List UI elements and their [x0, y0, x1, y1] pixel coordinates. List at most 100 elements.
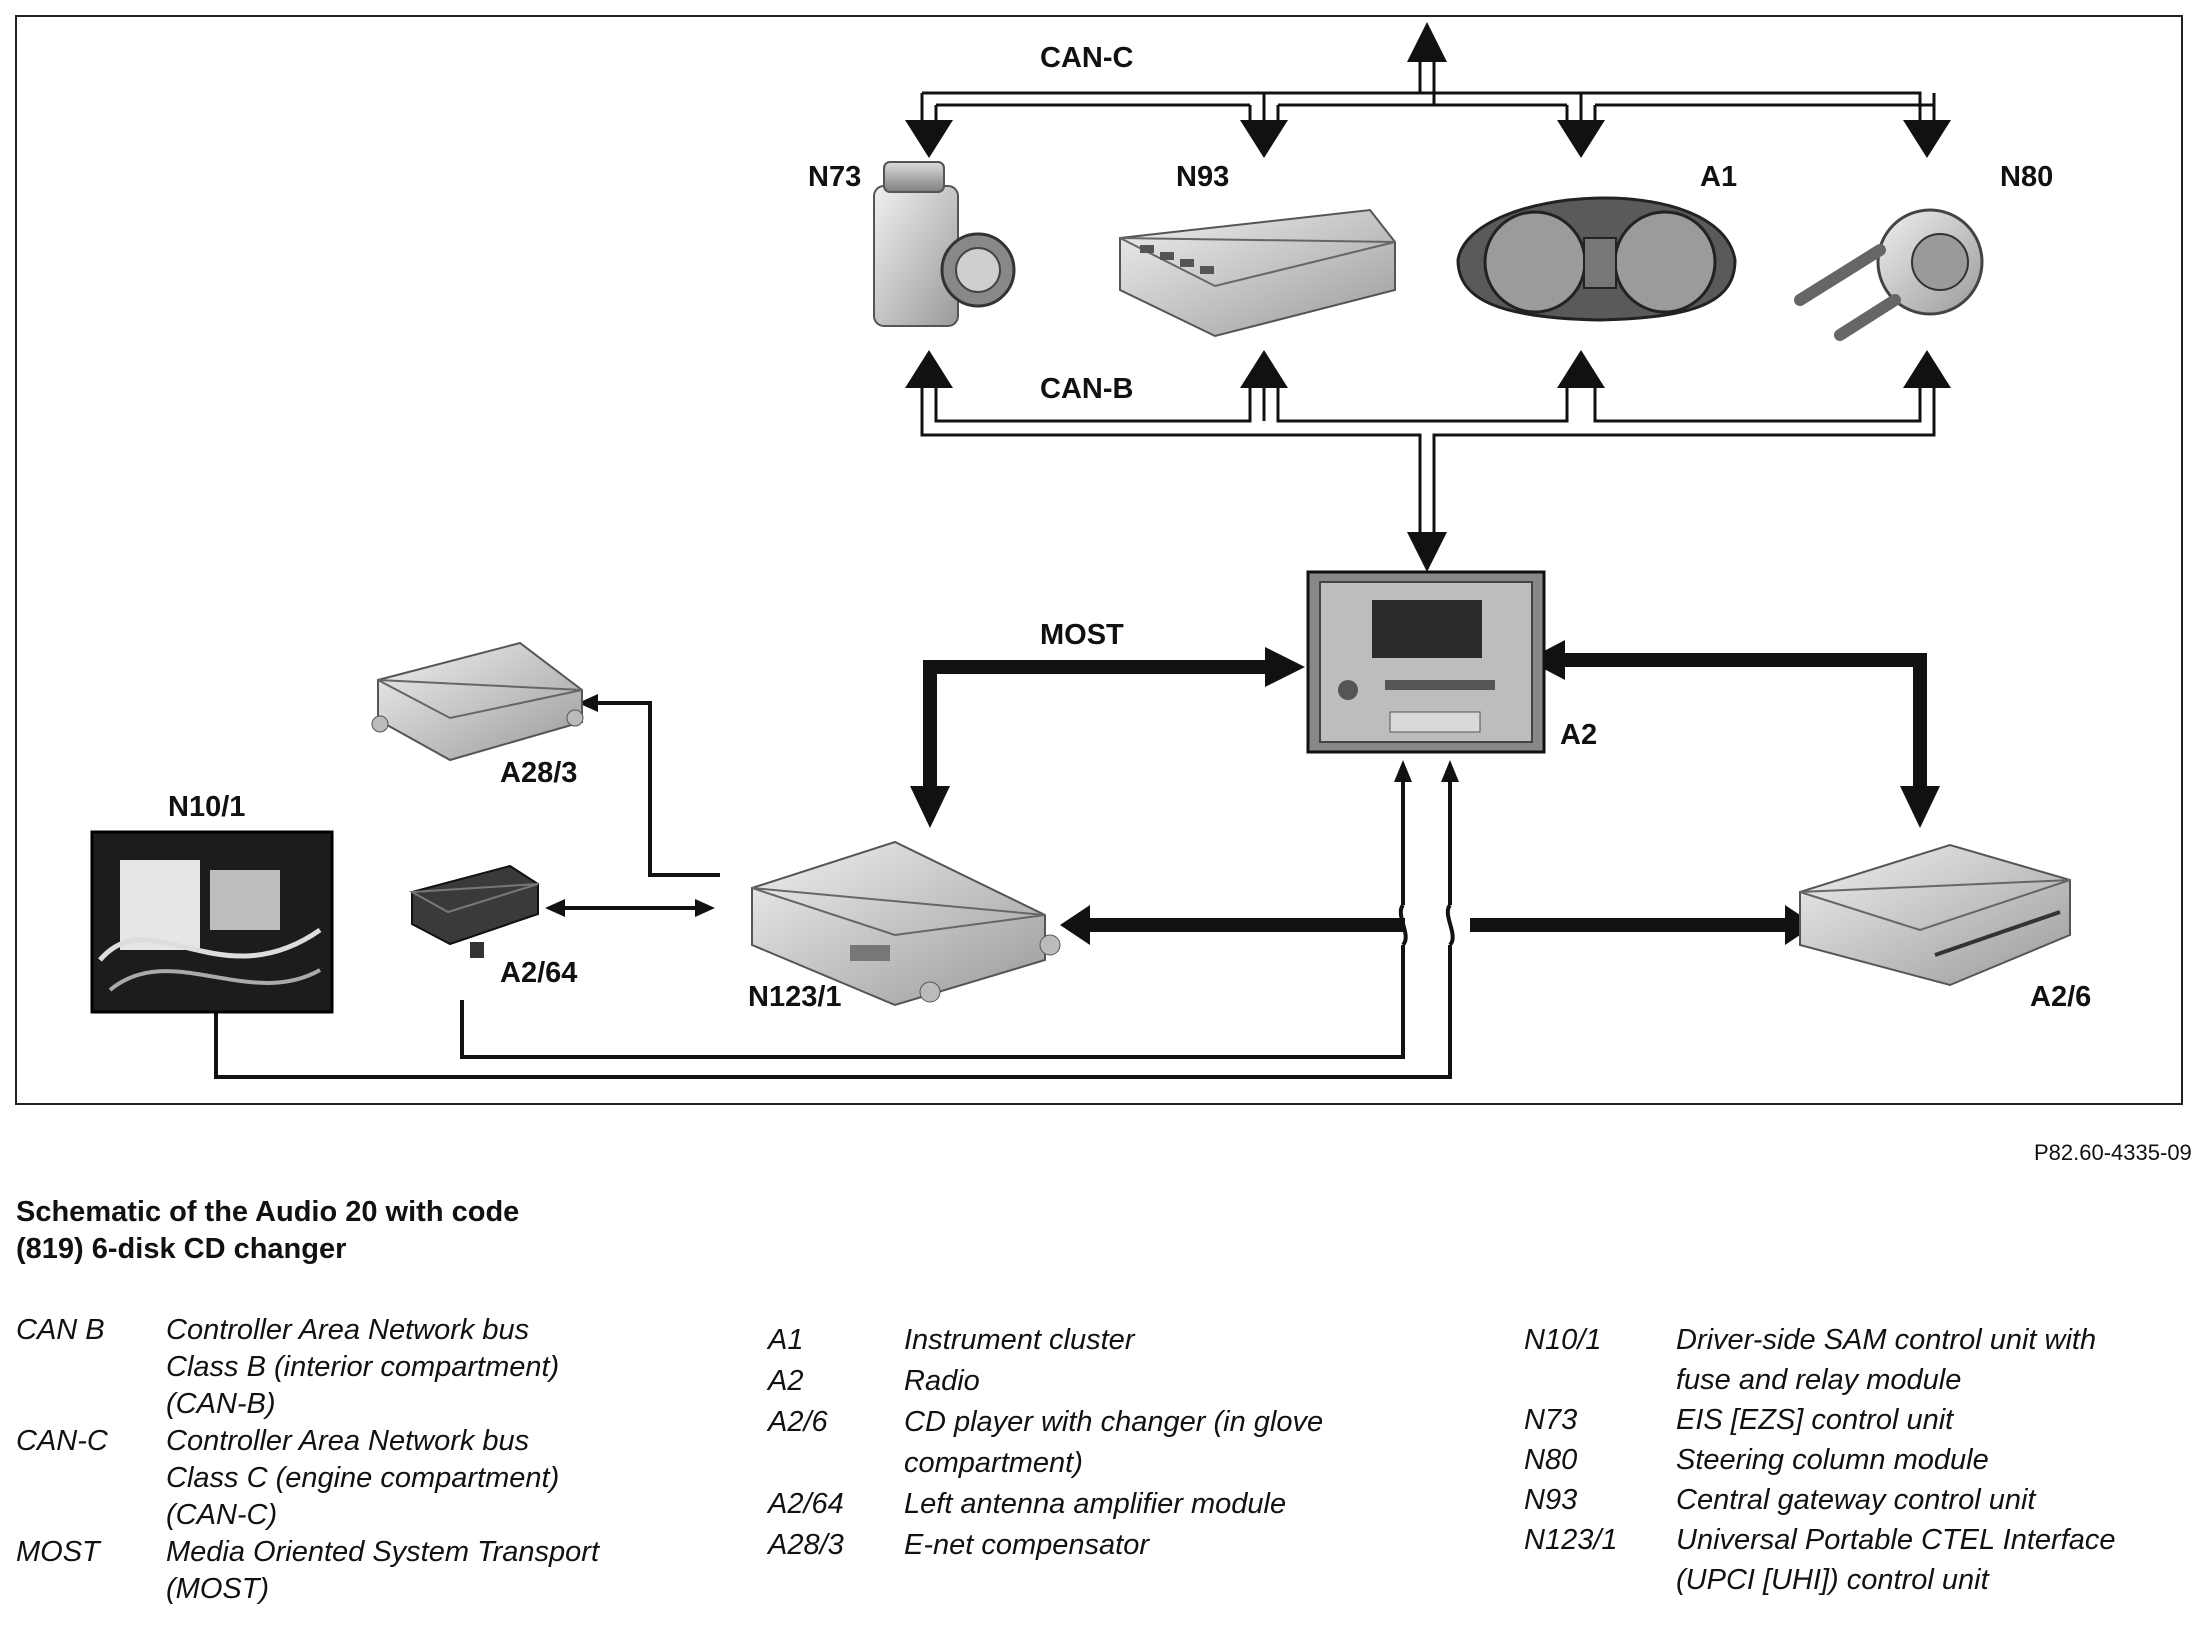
can-c-bus — [920, 60, 1936, 120]
legend-item: MOST Media Oriented System Transport (MO… — [16, 1534, 696, 1608]
a1-instrument-cluster — [1456, 196, 1737, 322]
legend-code: CAN B — [16, 1314, 105, 1346]
a2-signal-arrowheads — [1394, 760, 1459, 782]
legend-line: Class B (interior compartment) — [166, 1351, 560, 1383]
a28-3-enet-compensator — [371, 641, 584, 762]
legend-code: N80 — [1524, 1444, 1578, 1476]
legend-description: Controller Area Network bus Class C (eng… — [166, 1423, 696, 1534]
most-label: MOST — [1040, 619, 1124, 651]
n123-1-label: N123/1 — [748, 981, 842, 1013]
n80-label: N80 — [2000, 161, 2053, 193]
legend-description: Instrument cluster — [904, 1320, 1428, 1361]
legend-code: CAN-C — [16, 1425, 108, 1457]
legend-line: Universal Portable CTEL Interface — [1676, 1524, 2116, 1556]
legend-description: E-net compensator — [904, 1525, 1428, 1566]
legend-line: Radio — [904, 1365, 980, 1397]
n123-side-arrowheads — [545, 694, 715, 917]
legend-item: A28/3 E-net compensator — [768, 1525, 1428, 1566]
n93-label: N93 — [1176, 161, 1229, 193]
n93-gateway-unit — [1119, 208, 1396, 338]
caption-title-line-1: Schematic of the Audio 20 with code — [16, 1196, 520, 1228]
legend-description: CD player with changer (in glove compart… — [904, 1402, 1428, 1484]
n123-side-links — [560, 701, 720, 910]
a2-64-label: A2/64 — [500, 957, 577, 989]
legend-n-components: N10/1 Driver-side SAM control unit with … — [1524, 1320, 2184, 1600]
legend-code: A1 — [768, 1324, 804, 1356]
a28-3-label: A28/3 — [500, 757, 577, 789]
legend-description: Radio — [904, 1361, 1428, 1402]
legend-line: compartment) — [904, 1447, 1083, 1479]
legend-description: Universal Portable CTEL Interface (UPCI … — [1676, 1520, 2184, 1600]
legend-item: N10/1 Driver-side SAM control unit with … — [1524, 1320, 2184, 1400]
can-b-bus — [920, 382, 1936, 555]
legend-item: A2/64 Left antenna amplifier module — [768, 1484, 1428, 1525]
diagram-frame — [15, 15, 2183, 1105]
legend-description: EIS [EZS] control unit — [1676, 1400, 2184, 1440]
n10-1-sam-unit — [90, 830, 334, 1014]
legend-item: A1 Instrument cluster — [768, 1320, 1428, 1361]
n80-steering-column-module — [1794, 208, 1984, 341]
caption-title-line-2: (819) 6-disk CD changer — [16, 1233, 347, 1265]
can-c-label: CAN-C — [1040, 42, 1133, 74]
legend-item: A2/6 CD player with changer (in glove co… — [768, 1402, 1428, 1484]
legend-line: Central gateway control unit — [1676, 1484, 2036, 1516]
legend-code: N73 — [1524, 1404, 1578, 1436]
legend-code: MOST — [16, 1536, 100, 1568]
legend-line: Instrument cluster — [904, 1324, 1135, 1356]
a2-radio — [1306, 570, 1546, 754]
n73-label: N73 — [808, 161, 861, 193]
n123-1-upci-unit — [751, 840, 1061, 1007]
legend-item: N73 EIS [EZS] control unit — [1524, 1400, 2184, 1440]
legend-line: E-net compensator — [904, 1529, 1150, 1561]
legend-line: (CAN-C) — [166, 1499, 278, 1531]
legend-line: (CAN-B) — [166, 1388, 276, 1420]
legend-code: A2 — [768, 1365, 804, 1397]
a1-label: A1 — [1700, 161, 1737, 193]
n73-eis-unit — [873, 161, 1016, 327]
can-b-arrowheads — [905, 350, 1951, 572]
legend-item: N93 Central gateway control unit — [1524, 1480, 2184, 1520]
legend-line: fuse and relay module — [1676, 1364, 1962, 1396]
legend-line: (MOST) — [166, 1573, 270, 1605]
legend-description: Controller Area Network bus Class B (int… — [166, 1312, 696, 1423]
legend-line: (UPCI [UHI]) control unit — [1676, 1564, 1989, 1596]
legend-line: Steering column module — [1676, 1444, 1989, 1476]
legend-line: Controller Area Network bus — [166, 1314, 530, 1346]
legend-description: Driver-side SAM control unit with fuse a… — [1676, 1320, 2184, 1400]
a2-label: A2 — [1560, 719, 1597, 751]
legend-description: Central gateway control unit — [1676, 1480, 2184, 1520]
legend-description: Left antenna amplifier module — [904, 1484, 1428, 1525]
legend-line: Driver-side SAM control unit with — [1676, 1324, 2097, 1356]
a2-64-antenna-amplifier — [408, 864, 539, 958]
legend-code: A28/3 — [768, 1529, 844, 1561]
figure-reference: P82.60-4335-09 — [2034, 1140, 2192, 1165]
legend-code: N10/1 — [1524, 1324, 1602, 1356]
a2-6-cd-changer — [1799, 843, 2071, 987]
legend-item: N123/1 Universal Portable CTEL Interface… — [1524, 1520, 2184, 1600]
a2-6-label: A2/6 — [2030, 981, 2091, 1013]
n10-1-label: N10/1 — [168, 791, 245, 823]
legend-line: Class C (engine compartment) — [166, 1462, 560, 1494]
legend-item: CAN-C Controller Area Network bus Class … — [16, 1423, 696, 1534]
legend-line: Left antenna amplifier module — [904, 1488, 1287, 1520]
legend-description: Media Oriented System Transport (MOST) — [166, 1534, 696, 1608]
legend-code: A2/6 — [768, 1406, 828, 1438]
can-c-arrowheads — [905, 22, 1951, 158]
a2-signal-lines — [214, 780, 1455, 1079]
legend-code: A2/64 — [768, 1488, 844, 1520]
legend-code: N93 — [1524, 1484, 1578, 1516]
legend-line: Media Oriented System Transport — [166, 1536, 600, 1568]
legend-line: Controller Area Network bus — [166, 1425, 530, 1457]
most-ring — [923, 653, 1927, 932]
legend-item: CAN B Controller Area Network bus Class … — [16, 1312, 696, 1423]
legend-item: N80 Steering column module — [1524, 1440, 2184, 1480]
legend-bus-abbreviations: CAN B Controller Area Network bus Class … — [16, 1312, 696, 1608]
legend-line: CD player with changer (in glove — [904, 1406, 1324, 1438]
legend-code: N123/1 — [1524, 1524, 1618, 1556]
legend-item: A2 Radio — [768, 1361, 1428, 1402]
legend-description: Steering column module — [1676, 1440, 2184, 1480]
can-b-label: CAN-B — [1040, 373, 1133, 405]
caption-title: Schematic of the Audio 20 with code (819… — [16, 1194, 656, 1268]
legend-a-components: A1 Instrument cluster A2 Radio A2/6 CD p… — [768, 1320, 1428, 1566]
